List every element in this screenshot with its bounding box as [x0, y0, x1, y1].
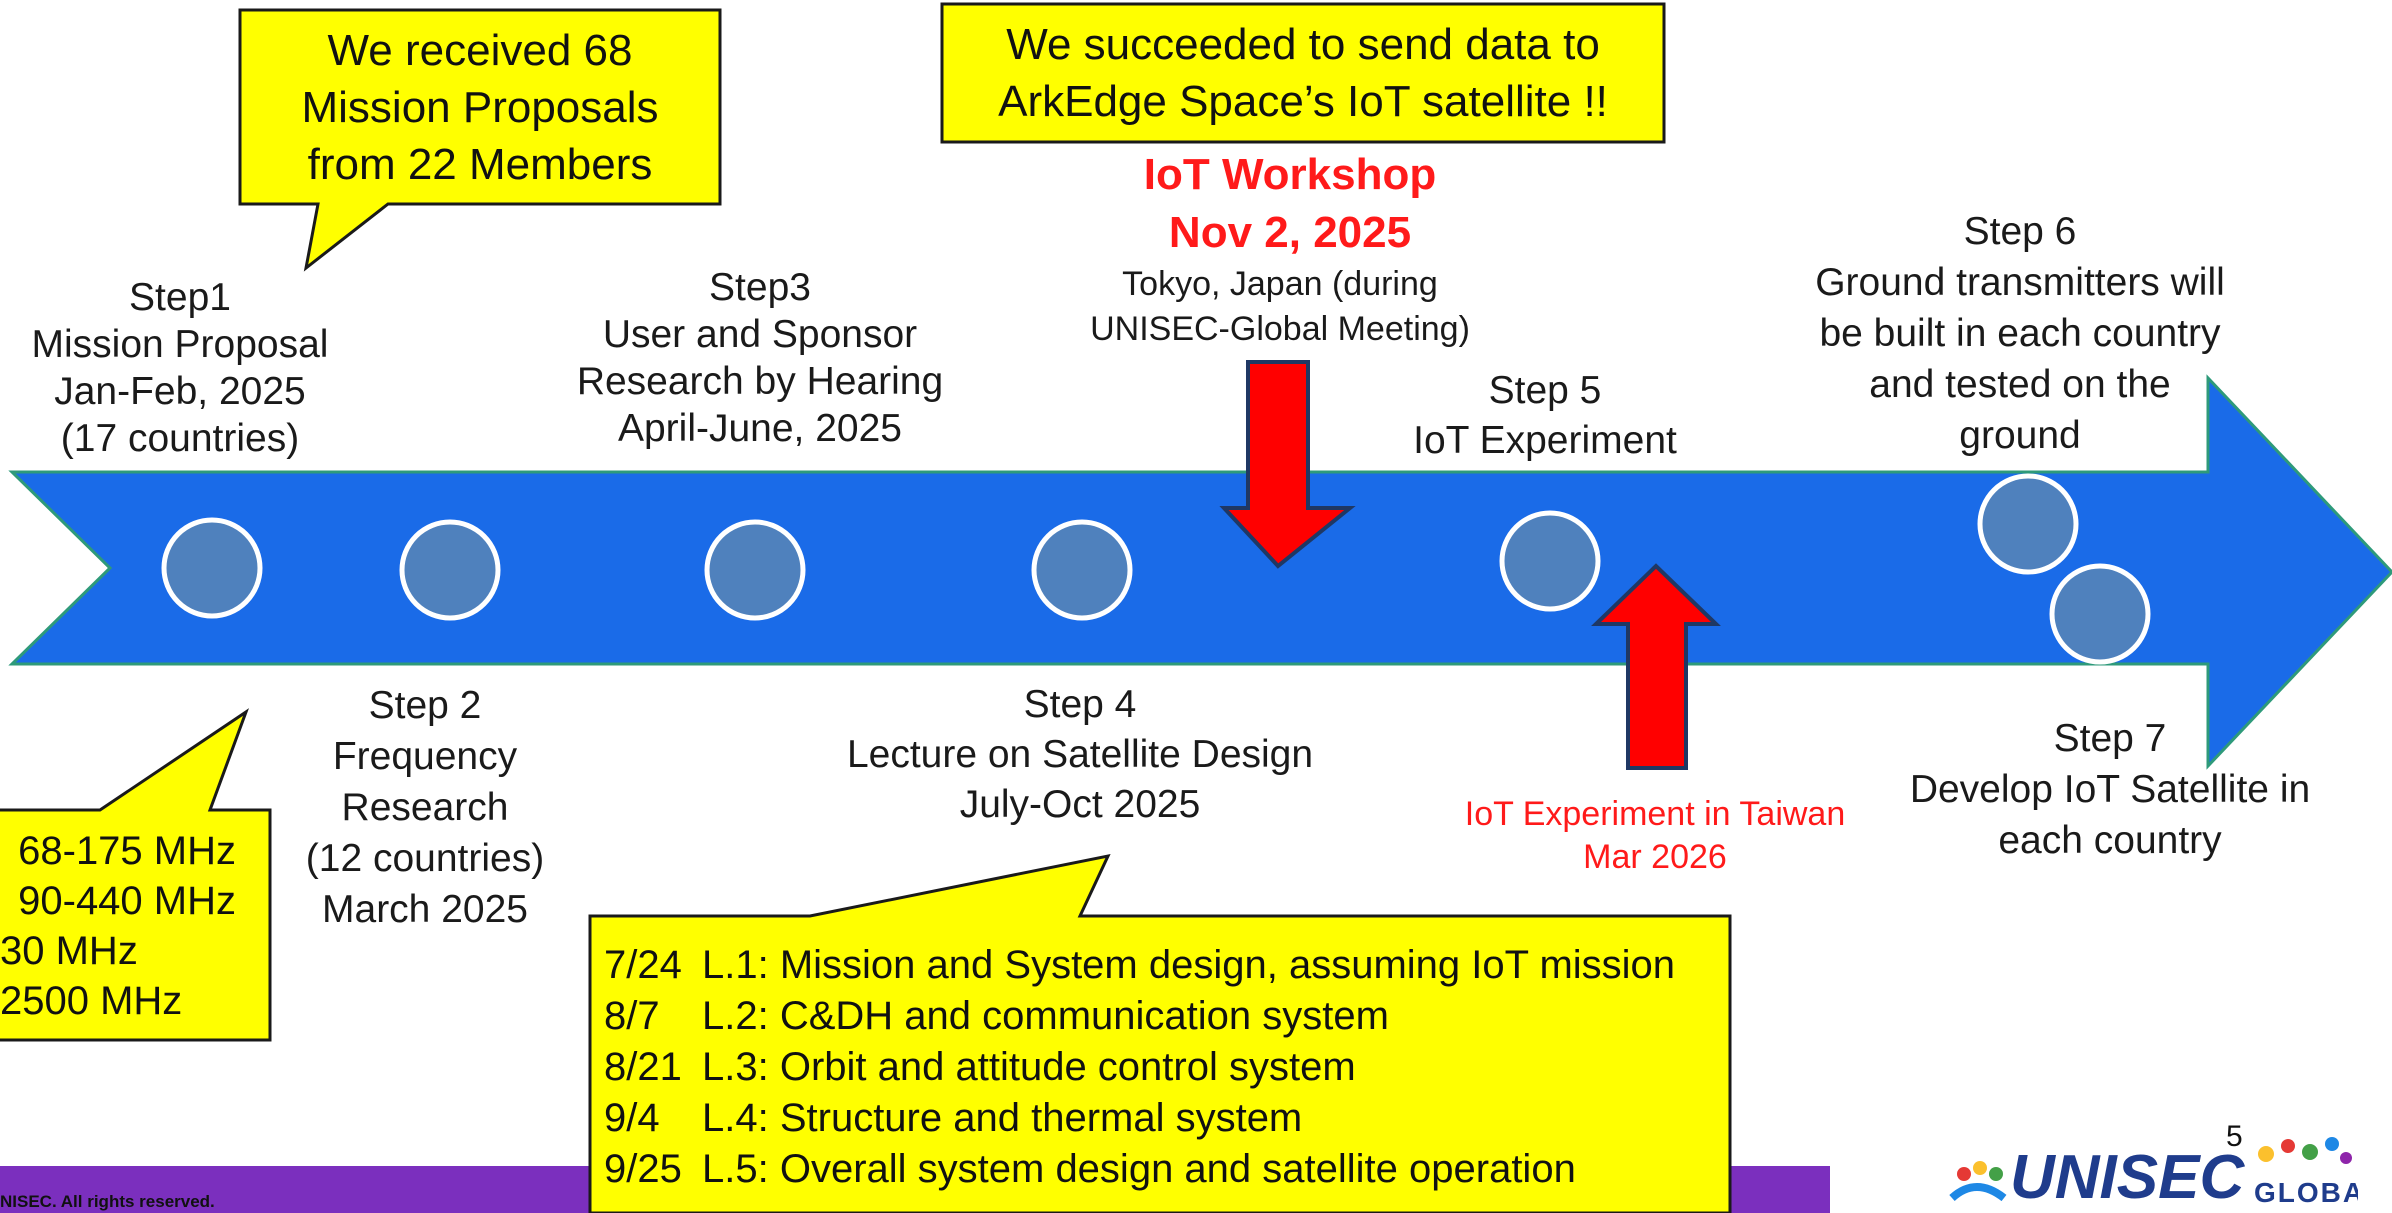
workshop-date: Nov 2, 2025	[1168, 208, 1412, 257]
workshop-heading: IoT Workshop Nov 2, 2025	[1070, 146, 1510, 262]
step3-label: Step3 User and Sponsor Research by Heari…	[540, 264, 980, 452]
workshop-place: Tokyo, Japan (during UNISEC-Global Meeti…	[1060, 262, 1500, 352]
frequency-item: 68-175 MHz	[18, 829, 236, 873]
step6-line-3: be built in each country	[1819, 312, 2221, 355]
step1-line-4: (17 countries)	[60, 417, 300, 460]
proposals-line-1: We received 68	[327, 26, 633, 75]
milestone-step6	[1977, 473, 2079, 575]
frequency-callout	[0, 708, 272, 1042]
taiwan-experiment-label: IoT Experiment in Taiwan Mar 2026	[1420, 793, 1890, 879]
step6-title: Step 6	[1963, 210, 2077, 253]
lecture-date: 7/24	[604, 943, 682, 987]
proposals-line-3: from 22 Members	[307, 140, 653, 189]
step6-line-4: and tested on the	[1869, 363, 2171, 406]
lecture-text: L.3: Orbit and attitude control system	[702, 1045, 1356, 1089]
step2-line-5: March 2025	[322, 888, 528, 931]
lecture-callout	[588, 853, 1732, 1213]
logo-main-text: UNISEC	[2010, 1143, 2245, 1208]
milestone-step1	[161, 517, 263, 619]
step5-title: Step 5	[1488, 369, 1602, 412]
step7-label: Step 7 Develop IoT Satellite in each cou…	[1880, 713, 2340, 866]
taiwan-line-2: Mar 2026	[1583, 838, 1727, 876]
step7-line-3: each country	[1998, 819, 2222, 862]
page-number: 5	[2226, 1120, 2243, 1153]
step2-line-3: Research	[341, 786, 509, 829]
lecture-text: L.2: C&DH and communication system	[702, 994, 1389, 1038]
lecture-row: 7/24 L.1: Mission and System design, ass…	[604, 940, 1675, 991]
milestone-step7	[2049, 563, 2151, 665]
step4-line-3: July-Oct 2025	[959, 783, 1201, 826]
step6-line-5: ground	[1959, 414, 2081, 457]
lecture-text: L.1: Mission and System design, assuming…	[702, 943, 1676, 987]
success-line-1: We succeeded to send data to	[1006, 20, 1600, 69]
lecture-row: 8/7 L.2: C&DH and communication system	[604, 991, 1675, 1042]
footer-copyright: NISEC. All rights reserved.	[0, 1192, 215, 1211]
success-callout-text: We succeeded to send data to ArkEdge Spa…	[946, 16, 1660, 130]
timeline-arrow	[8, 374, 2392, 770]
step1-label: Step1 Mission Proposal Jan-Feb, 2025 (17…	[0, 274, 360, 462]
step3-line-3: Research by Hearing	[576, 360, 944, 403]
step6-label: Step 6 Ground transmitters will be built…	[1780, 206, 2260, 461]
lecture-row: 9/25 L.5: Overall system design and sate…	[604, 1144, 1675, 1195]
step2-line-4: (12 countries)	[305, 837, 545, 880]
logo-dots-icon	[2258, 1137, 2352, 1164]
step6-line-2: Ground transmitters will	[1815, 261, 2225, 304]
frequency-item: 2500 MHz	[0, 979, 183, 1023]
step7-line-2: Develop IoT Satellite in	[1909, 768, 2311, 811]
lecture-date: 8/7	[604, 994, 660, 1038]
step5-line-2: IoT Experiment	[1413, 419, 1677, 462]
milestone-step5	[1499, 510, 1601, 612]
step4-line-2: Lecture on Satellite Design	[846, 733, 1314, 776]
step1-title: Step1	[129, 276, 231, 319]
step2-line-2: Frequency	[332, 735, 518, 778]
frequency-list: 68-175 MHz 90-440 MHz 30 MHz 2500 MHz	[0, 826, 236, 1026]
lecture-row: 8/21 L.3: Orbit and attitude control sys…	[604, 1042, 1675, 1093]
lecture-date: 9/4	[604, 1096, 660, 1140]
workshop-place-line-2: UNISEC-Global Meeting)	[1090, 310, 1470, 348]
step2-label: Step 2 Frequency Research (12 countries)…	[280, 680, 570, 935]
lecture-date: 8/21	[604, 1045, 682, 1089]
milestone-step3	[704, 519, 806, 621]
taiwan-line-1: IoT Experiment in Taiwan	[1464, 795, 1846, 833]
lecture-row: 9/4 L.4: Structure and thermal system	[604, 1093, 1675, 1144]
proposals-callout-text: We received 68 Mission Proposals from 22…	[250, 22, 710, 193]
taiwan-up-arrow	[1591, 563, 1721, 770]
success-line-2: ArkEdge Space’s IoT satellite !!	[998, 77, 1608, 126]
milestone-step2	[399, 519, 501, 621]
step1-line-3: Jan-Feb, 2025	[54, 370, 306, 413]
success-callout	[940, 2, 1666, 144]
logo-sub-text: GLOBAL	[2254, 1177, 2358, 1208]
workshop-title: IoT Workshop	[1143, 150, 1437, 199]
workshop-place-line-1: Tokyo, Japan (during	[1122, 265, 1438, 303]
logo-figures-icon	[1949, 1161, 2007, 1202]
lecture-text: L.4: Structure and thermal system	[702, 1096, 1303, 1140]
lecture-list: 7/24 L.1: Mission and System design, ass…	[604, 940, 1675, 1195]
step1-line-2: Mission Proposal	[31, 323, 329, 366]
step7-title: Step 7	[2053, 717, 2167, 760]
step3-line-4: April-June, 2025	[617, 407, 902, 450]
lecture-text: L.5: Overall system design and satellite…	[702, 1147, 1576, 1191]
frequency-item: 90-440 MHz	[18, 879, 236, 923]
step4-title: Step 4	[1023, 683, 1137, 726]
step3-title: Step3	[709, 266, 811, 309]
step5-label: Step 5 IoT Experiment	[1380, 366, 1710, 466]
step2-title: Step 2	[368, 684, 482, 727]
proposals-callout	[238, 8, 722, 272]
workshop-down-arrow	[1219, 360, 1356, 569]
lecture-date: 9/25	[604, 1147, 682, 1191]
milestone-step4	[1031, 519, 1133, 621]
proposals-line-2: Mission Proposals	[301, 83, 659, 132]
frequency-item: 30 MHz	[0, 929, 138, 973]
step4-label: Step 4 Lecture on Satellite Design July-…	[800, 680, 1360, 830]
unisec-global-logo: UNISEC GLOBAL	[1949, 1137, 2358, 1208]
step3-line-2: User and Sponsor	[602, 313, 918, 356]
